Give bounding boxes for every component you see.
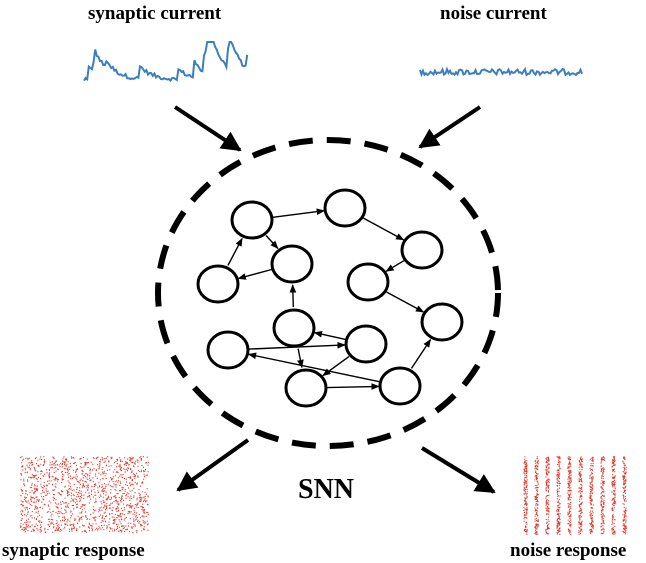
connection-n11-n12	[326, 383, 380, 390]
connection-n12-n7	[410, 338, 432, 369]
neuron-n9	[344, 324, 388, 364]
synaptic-current-trace	[83, 41, 249, 83]
neuron-n12	[378, 366, 422, 406]
connections	[227, 208, 432, 390]
arrow-synaptic-output	[176, 438, 250, 492]
connection-n1-n5	[265, 235, 279, 250]
arrow-noise-output	[420, 446, 496, 494]
noise-spike-band	[600, 456, 605, 535]
connection-n5-n4	[237, 268, 272, 280]
snn-boundary	[155, 137, 501, 449]
noise-spike-band	[622, 456, 627, 535]
neuron-n2	[323, 188, 367, 228]
connection-n1-n2	[272, 208, 326, 218]
noise-current-label: noise current	[440, 3, 547, 24]
noise-response-raster	[523, 456, 627, 535]
neuron-n11	[284, 368, 328, 408]
connection-n9-n11	[322, 355, 350, 377]
connection-n6-n7	[386, 291, 425, 313]
neuron-n10	[206, 330, 250, 370]
connection-n2-n3	[363, 217, 405, 241]
noise-spike-band	[611, 456, 616, 535]
connection-n4-n1	[227, 237, 243, 266]
snn-label: SNN	[298, 474, 355, 505]
noise-current-trace	[419, 66, 583, 78]
arrow-synaptic-input	[173, 105, 242, 152]
connection-n8-n11	[297, 348, 304, 369]
connection-n3-n6	[385, 260, 405, 272]
neuron-n8	[272, 308, 316, 348]
neuron-n5	[270, 244, 314, 284]
noise-response-label: noise response	[510, 540, 627, 561]
connection-n12-n10	[247, 352, 380, 383]
noise-spike-band	[534, 456, 539, 535]
noise-spike-band	[578, 456, 583, 535]
neuron-n6	[346, 262, 390, 302]
noise-spike-band	[556, 456, 561, 535]
noise-spike-band	[567, 456, 572, 535]
arrow-noise-input	[418, 105, 482, 149]
noise-spike-band	[589, 456, 594, 534]
neuron-n3	[400, 230, 444, 270]
synaptic-current-label: synaptic current	[88, 3, 222, 24]
synaptic-response-label: synaptic response	[2, 540, 145, 561]
neuron-n1	[230, 200, 274, 240]
neuron-n4	[196, 264, 240, 304]
noise-spike-band	[523, 456, 528, 535]
connection-n9-n8	[313, 330, 346, 341]
synaptic-response-raster	[20, 456, 149, 534]
neurons	[196, 188, 464, 408]
noise-spike-band	[545, 456, 550, 535]
synaptic-spike-dots	[20, 456, 149, 534]
connection-n8-n5	[289, 284, 297, 308]
neuron-n7	[420, 302, 464, 342]
